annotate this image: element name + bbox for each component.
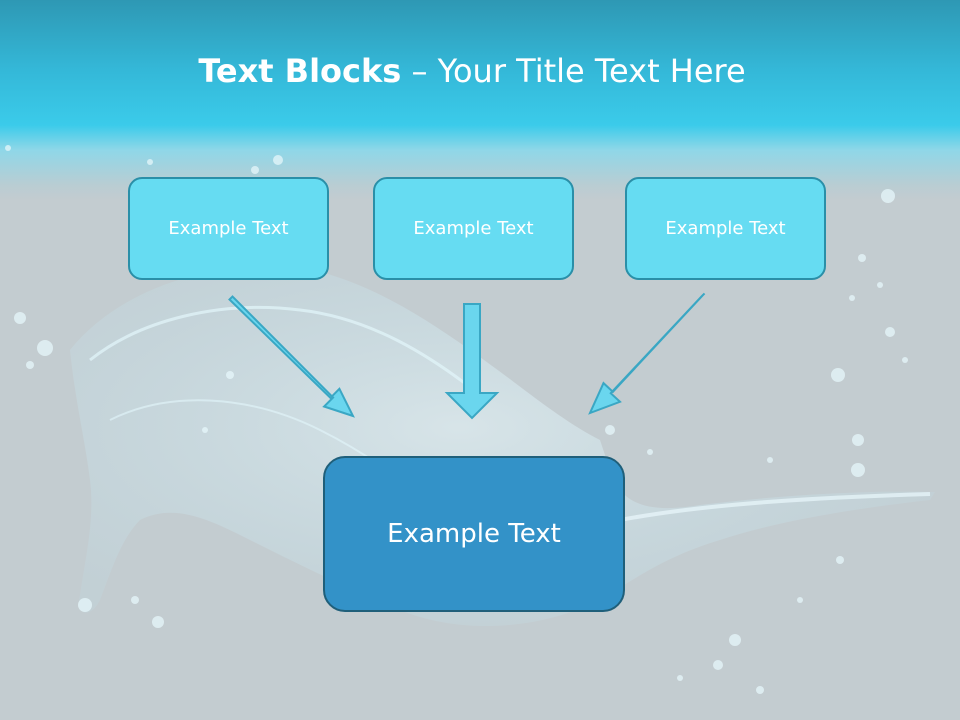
text-block-right-label: Example Text [665,218,786,239]
slide-title-rest: – Your Title Text Here [401,52,746,90]
text-block-left[interactable]: Example Text [128,177,329,280]
text-block-main[interactable]: Example Text [323,456,625,612]
slide-title-bold: Text Blocks [198,52,402,90]
text-block-center-label: Example Text [413,218,534,239]
text-block-right[interactable]: Example Text [625,177,826,280]
text-block-left-label: Example Text [168,218,289,239]
arrow-down-right [228,295,355,418]
text-block-center[interactable]: Example Text [373,177,574,280]
header-band [0,0,960,200]
arrow-down-left [588,292,706,415]
text-block-main-label: Example Text [387,519,561,549]
slide-title: Text Blocks – Your Title Text Here [0,52,944,90]
arrow-down [444,303,500,420]
